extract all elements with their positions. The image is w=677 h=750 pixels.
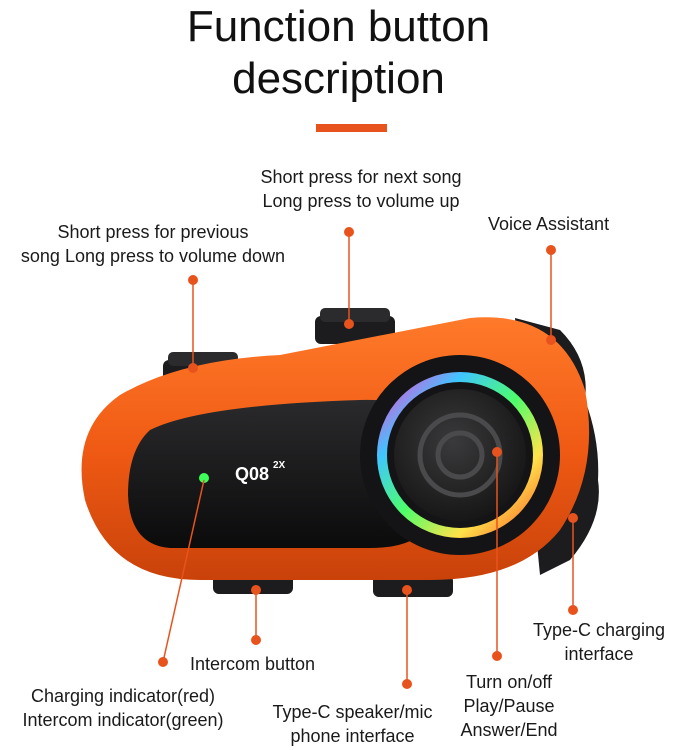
- indicator-led: [199, 473, 209, 483]
- leader-dot: [158, 657, 168, 667]
- page-title-line1: Function button: [186, 2, 491, 51]
- leader-dot: [546, 335, 556, 345]
- leader-dot: [344, 319, 354, 329]
- leader-dot: [568, 605, 578, 615]
- label-next-song: Short press for next song Long press to …: [260, 167, 462, 211]
- model-label: Q08: [235, 464, 269, 484]
- label-typec-charging: Type-C charging interface: [532, 620, 666, 664]
- title-underline: [316, 124, 387, 132]
- leader-dot: [492, 447, 502, 457]
- leader-dot: [402, 585, 412, 595]
- dial-knob: [394, 389, 526, 521]
- typec-speaker-port: [373, 575, 453, 597]
- leader-dot: [568, 513, 578, 523]
- label-intercom-button: Intercom button: [190, 654, 316, 674]
- leader-dot: [251, 585, 261, 595]
- leader-dot: [344, 227, 354, 237]
- leader-dot: [188, 275, 198, 285]
- label-prev-song: Short press for previous song Long press…: [20, 222, 286, 266]
- face-panel: [128, 399, 430, 548]
- label-indicator: Charging indicator(red) Intercom indicat…: [22, 686, 224, 730]
- model-superscript: 2X: [273, 460, 286, 471]
- label-typec-speaker: Type-C speaker/mic phone interface: [272, 702, 433, 746]
- leader-dot: [546, 245, 556, 255]
- label-voice-assistant: Voice Assistant: [488, 214, 610, 234]
- label-power: Turn on/off Play/Pause Answer/End: [460, 672, 558, 740]
- leader-dot: [188, 363, 198, 373]
- leader-dot: [402, 679, 412, 689]
- page-title-line2: description: [232, 54, 445, 103]
- leader-dot: [251, 635, 261, 645]
- leader-dot: [492, 651, 502, 661]
- rgb-ring: [377, 372, 543, 538]
